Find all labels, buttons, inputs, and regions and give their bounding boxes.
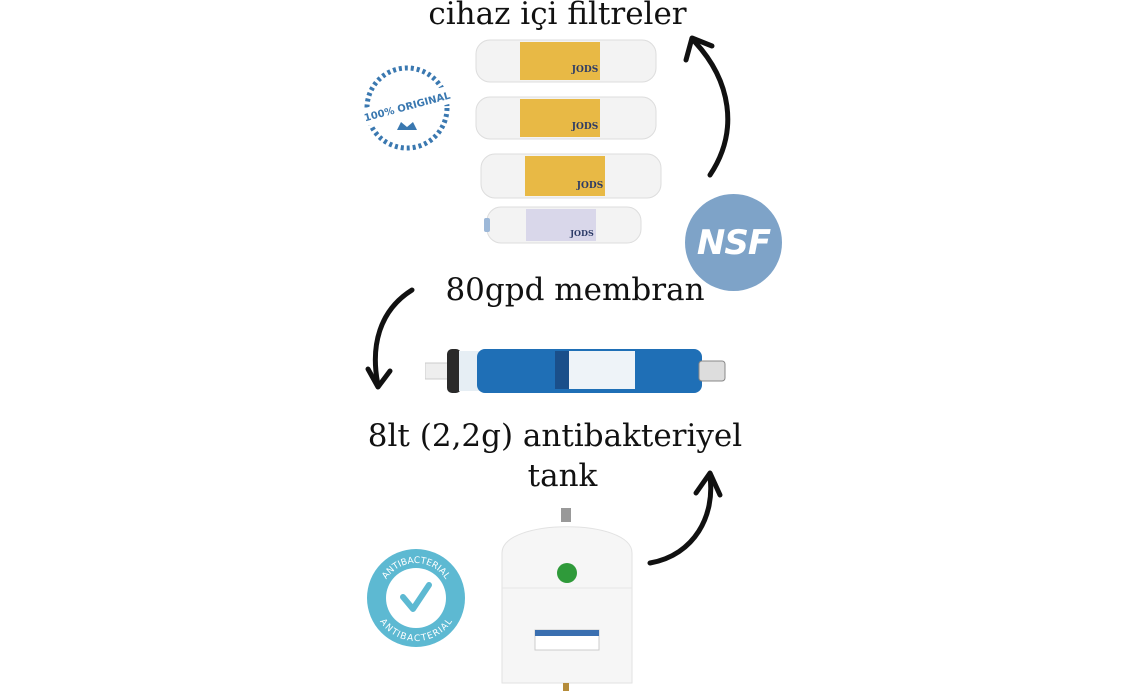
tank-image <box>497 508 637 693</box>
caption-filters: cihaz içi filtreler <box>428 0 687 32</box>
filter-sub-brand-label: JODS <box>571 65 598 75</box>
caption-tank-line2: tank <box>527 458 598 494</box>
membrane-image <box>425 345 730 397</box>
inline-filters-image: JODS JODS JODS JODS <box>470 36 670 251</box>
original-badge: 100% ORIGINAL <box>355 60 460 160</box>
filter-sub-brand-label: JODS <box>571 122 598 132</box>
caption-tank-line1: 8lt (2,2g) antibakteriyel <box>367 418 743 454</box>
filter-cartridge-2: JODS <box>475 96 657 140</box>
filter-sub-brand-label: JODS <box>569 228 594 238</box>
filter-cartridge-1: JODS <box>475 39 657 83</box>
antibacterial-badge: ANTIBACTERIAL ANTIBACTERIAL <box>365 547 467 649</box>
filter-cartridge-4: JODS <box>484 206 642 244</box>
arrow-down-left-icon <box>365 287 415 390</box>
nsf-badge-text: NSF <box>696 222 771 263</box>
filter-sub-brand-label: JODS <box>576 181 603 191</box>
caption-membrane: 80gpd membran <box>445 272 705 308</box>
arrow-up-tank-icon <box>647 470 723 566</box>
arrow-up-right-icon <box>683 35 731 178</box>
nsf-badge: NSF <box>685 194 782 291</box>
filter-cartridge-3: JODS <box>480 153 662 199</box>
